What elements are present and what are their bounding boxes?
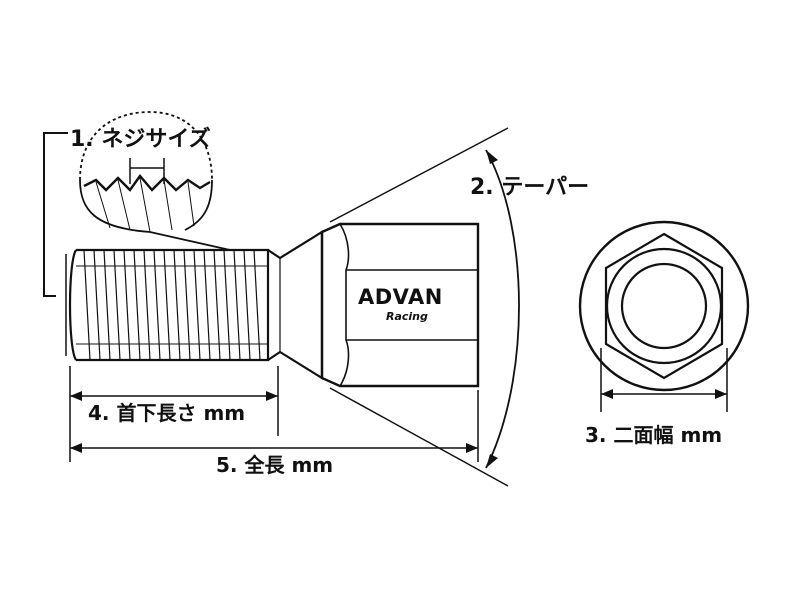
overall-length-dimension: 5. 全長 mm xyxy=(69,390,479,477)
thread-size-label: 1. ネジサイズ xyxy=(70,126,211,152)
bolt-end-view xyxy=(578,220,750,392)
taper-callout: 2. テーパー xyxy=(329,127,589,487)
overall-length-label: 5. 全長 mm xyxy=(216,453,333,477)
bolt-thread-shank xyxy=(65,248,270,362)
thread-size-callout: 1. ネジサイズ xyxy=(43,111,231,297)
width-across-flats-dimension: 3. 二面幅 mm xyxy=(585,348,728,447)
length-under-head-dimension: 4. 首下長さ mm xyxy=(69,366,279,436)
bolt-taper-seat xyxy=(267,230,324,380)
length-under-head-label: 4. 首下長さ mm xyxy=(88,401,245,425)
width-across-flats-label: 3. 二面幅 mm xyxy=(585,423,722,447)
advan-logo-main: ADVAN xyxy=(358,285,443,309)
taper-label: 2. テーパー xyxy=(470,175,589,200)
bolt-hex-head: ADVAN Racing xyxy=(320,222,480,388)
advan-logo-sub: Racing xyxy=(386,310,428,323)
